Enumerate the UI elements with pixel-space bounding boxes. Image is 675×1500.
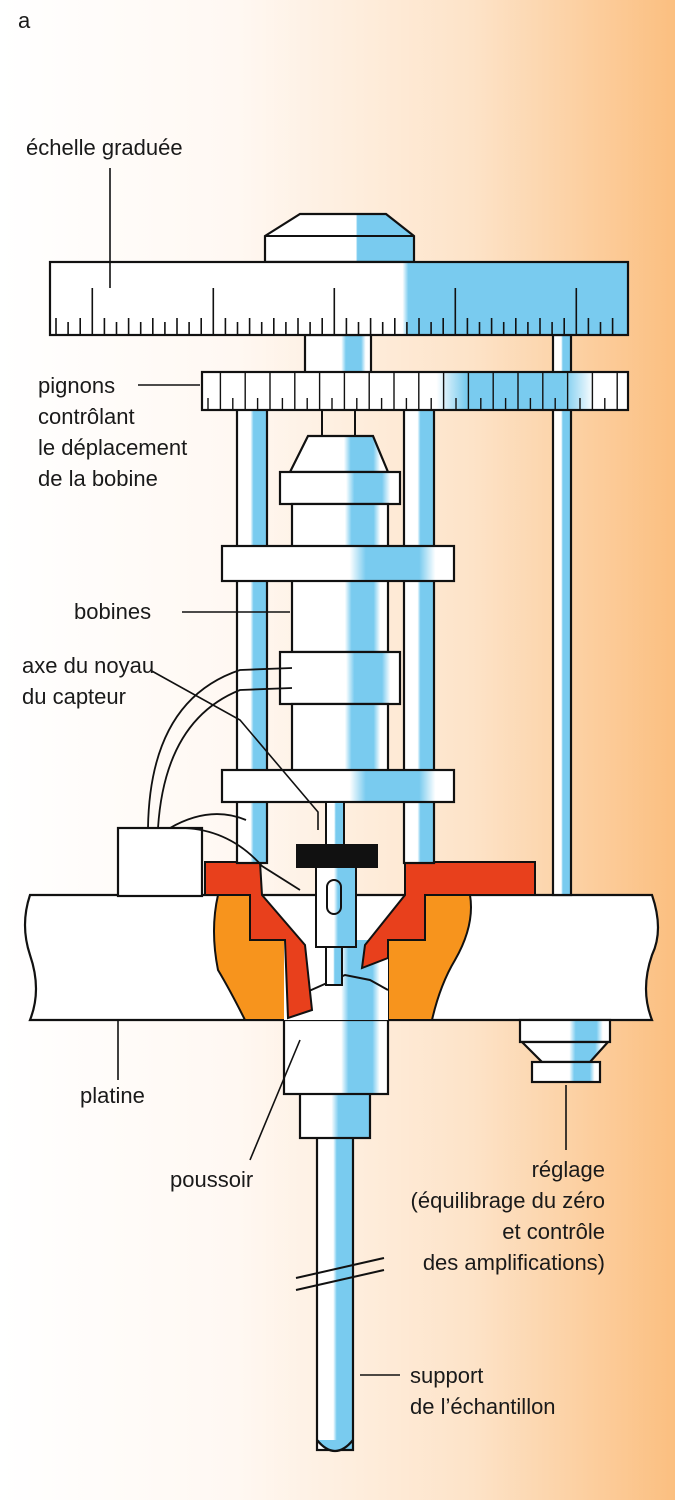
- graduated-dial: [48, 212, 630, 337]
- label-support: support de l’échantillon: [410, 1360, 556, 1422]
- coil-wires: [147, 667, 301, 891]
- red-seal: [204, 861, 536, 1020]
- label-support-line2: de l’échantillon: [410, 1394, 556, 1419]
- label-bobines: bobines: [74, 599, 152, 624]
- label-pignons-line4: de la bobine: [38, 466, 158, 491]
- pinion-gears: [200, 333, 630, 412]
- coil-assembly: [278, 410, 402, 774]
- label-pignons-line3: le déplacement: [38, 435, 188, 460]
- adjustment-knob: [518, 1018, 612, 1084]
- label-pignons-line1: pignons: [38, 373, 116, 398]
- label-pignons: pignons contrôlant le déplacement de la …: [38, 370, 187, 494]
- label-platine: platine: [80, 1083, 145, 1108]
- label-axe-line2: du capteur: [22, 684, 126, 709]
- dial-tick-marks: [55, 288, 614, 335]
- connector-box: [116, 826, 204, 898]
- label-pignons-line2: contrôlant: [38, 404, 135, 429]
- adjustment-rod: [551, 333, 573, 897]
- upper-plate: [220, 544, 456, 583]
- label-axe-line1: axe du noyau: [22, 653, 155, 678]
- label-reglage-line4: des amplifications): [422, 1250, 605, 1275]
- label-reglage-line2: (équilibrage du zéro: [410, 1188, 605, 1213]
- leader-lines: [109, 168, 567, 1376]
- label-echelle-graduee: échelle graduée: [26, 135, 183, 160]
- gear-teeth: [207, 372, 618, 410]
- lower-plate: [220, 768, 456, 804]
- label-poussoir: poussoir: [170, 1167, 254, 1192]
- label-support-line1: support: [410, 1363, 484, 1388]
- sample-support-rod: [295, 1128, 385, 1453]
- label-reglage: réglage (équilibrage du zéro et contrôle…: [411, 1154, 605, 1278]
- panel-letter: a: [18, 8, 31, 33]
- label-reglage-line3: et contrôle: [502, 1219, 605, 1244]
- label-reglage-line1: réglage: [531, 1157, 605, 1182]
- label-axe-noyau: axe du noyau du capteur: [22, 650, 154, 712]
- lower-housing: [282, 1016, 390, 1140]
- core-axis: [296, 801, 378, 986]
